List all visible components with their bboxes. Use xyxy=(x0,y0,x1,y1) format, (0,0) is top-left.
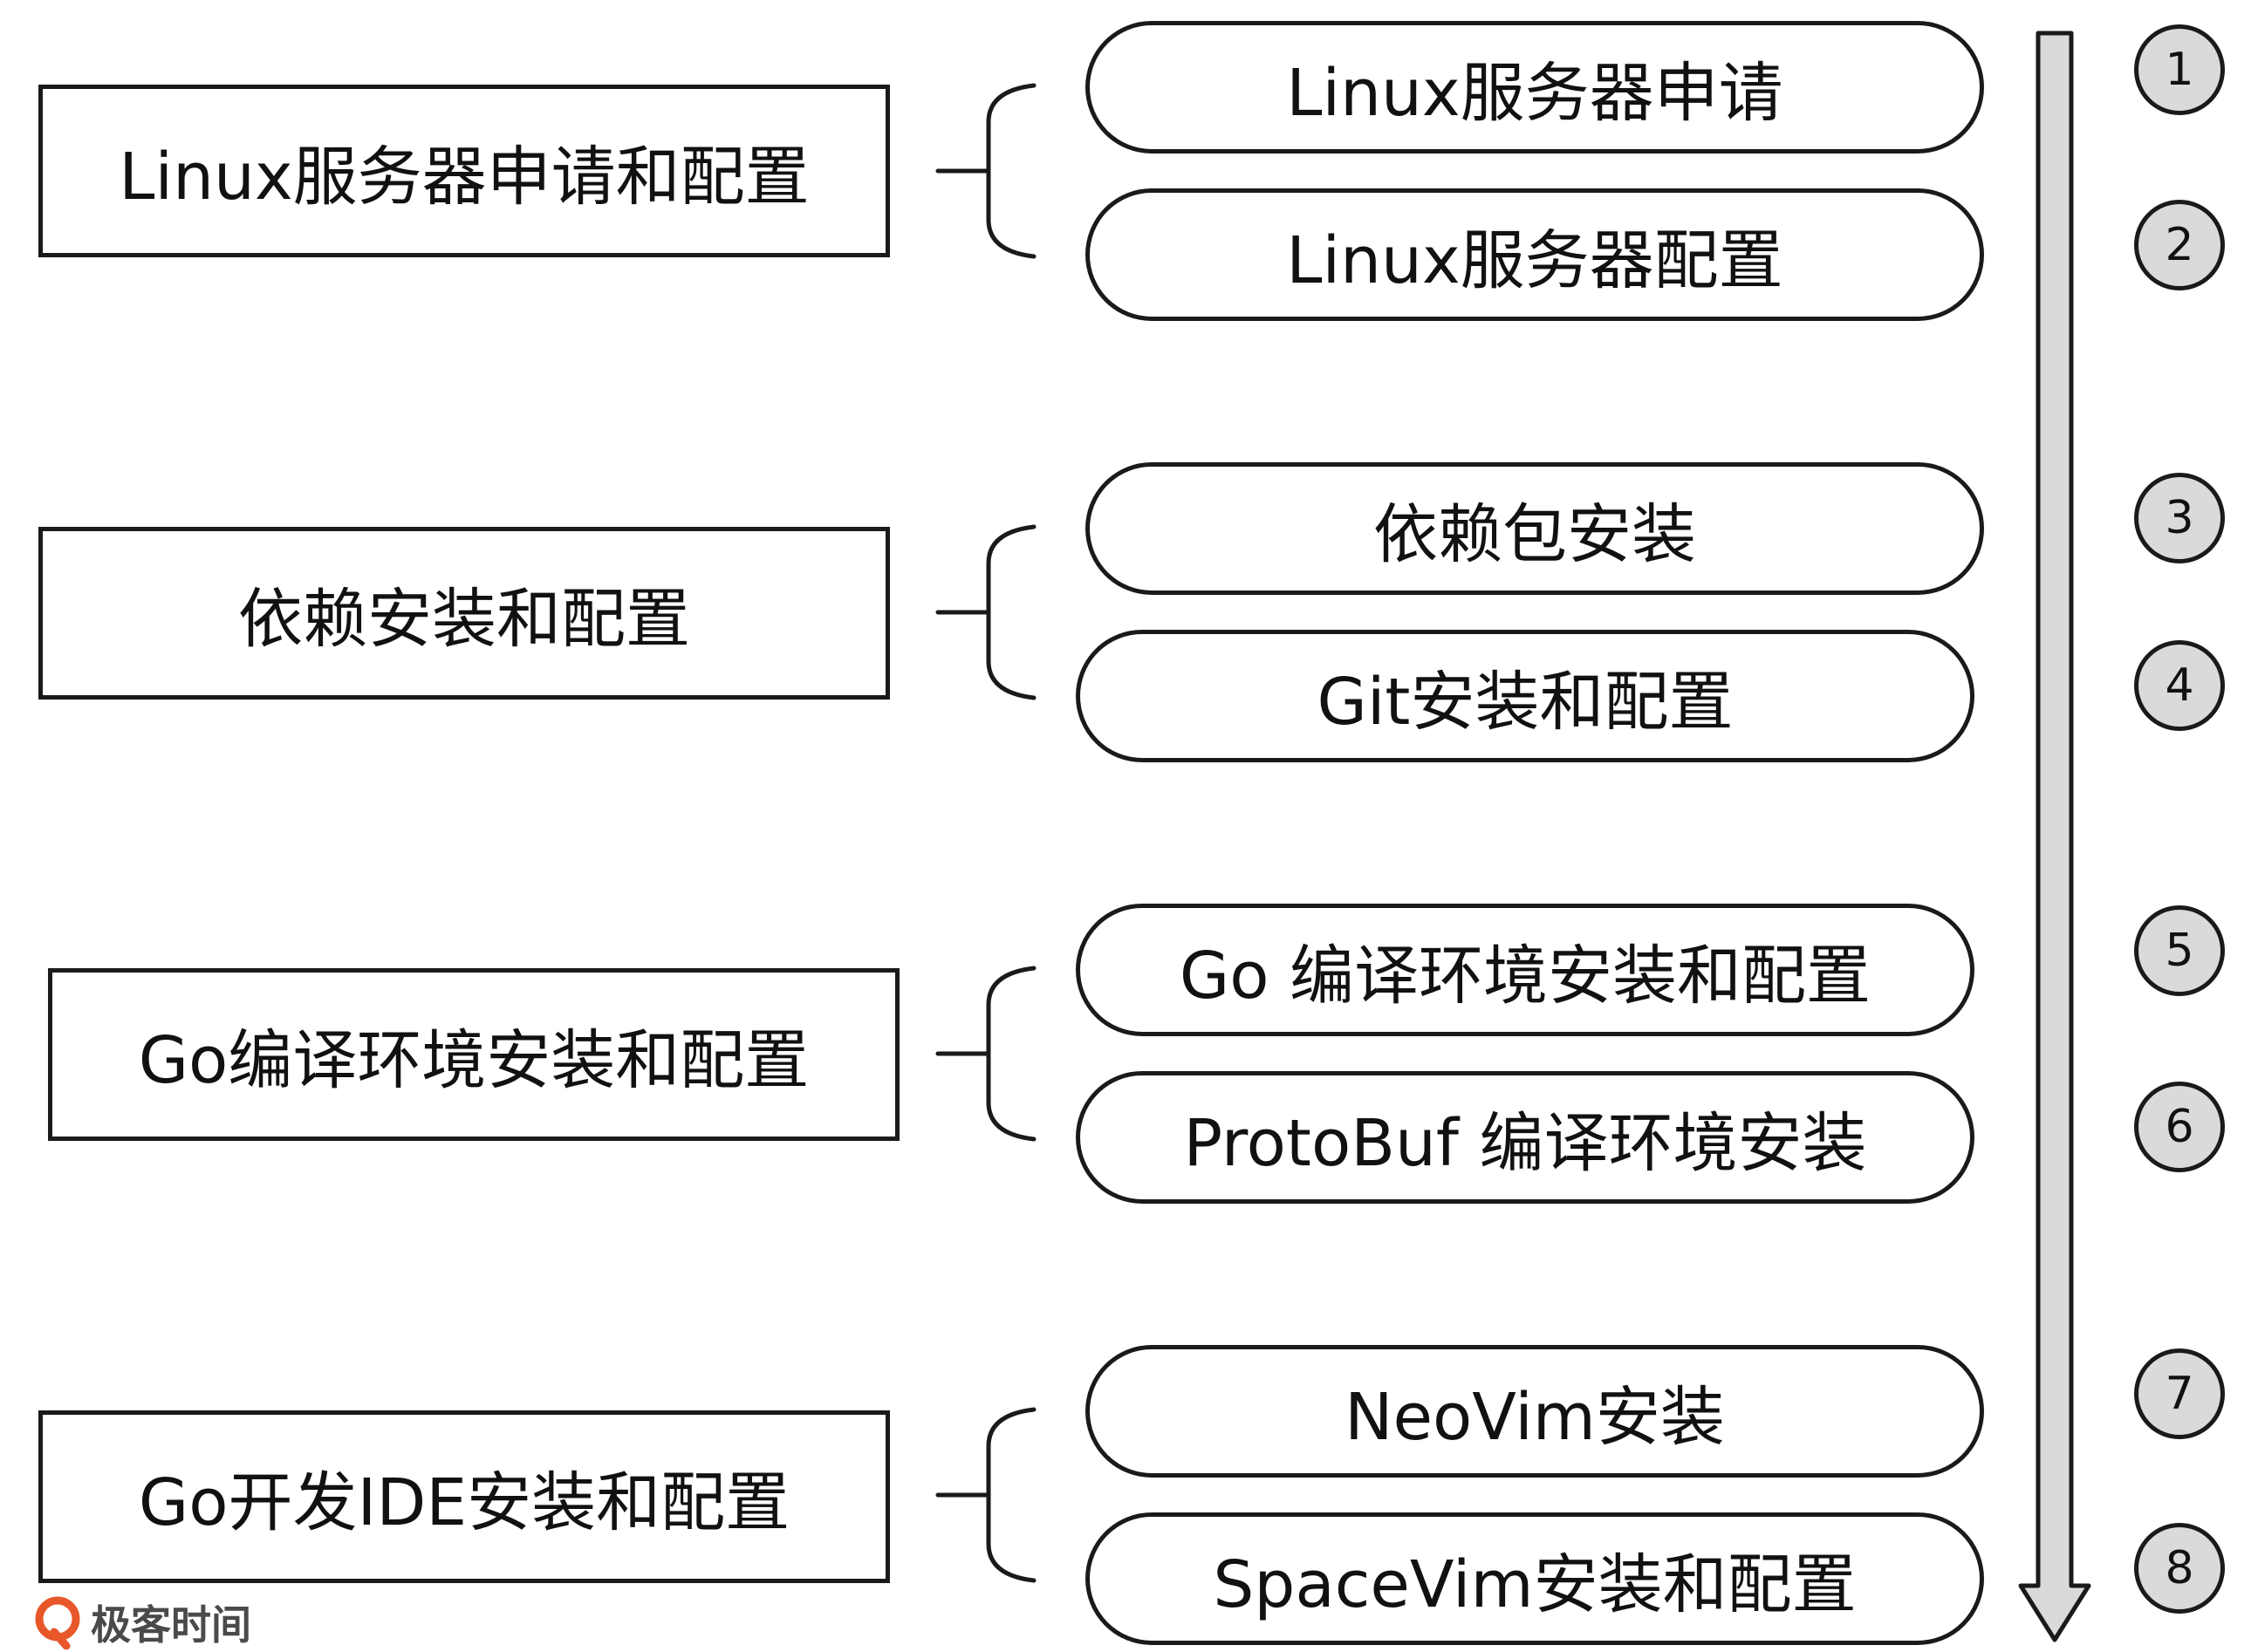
step-number-5: 5 xyxy=(2134,905,2225,996)
brace-connector-4 xyxy=(935,1407,1037,1583)
step-label: Linux服务器配置 xyxy=(1286,222,1783,298)
step-number-1: 1 xyxy=(2134,24,2225,115)
process-down-arrow xyxy=(2018,31,2091,1642)
category-box-dependencies: 依赖安装和配置 xyxy=(38,527,890,700)
step-label: Go 编译环境安装和配置 xyxy=(1179,938,1871,1014)
step-label: 依赖包安装 xyxy=(1373,496,1696,572)
step-number-8: 8 xyxy=(2134,1523,2225,1614)
step-pill-6: ProtoBuf 编译环境安装 xyxy=(1076,1071,1974,1204)
brand-name: 极客时间 xyxy=(91,1601,251,1649)
brace-connector-3 xyxy=(935,966,1037,1142)
step-number-3: 3 xyxy=(2134,473,2225,563)
step-pill-1: Linux服务器申请 xyxy=(1085,21,1984,154)
step-number-2: 2 xyxy=(2134,200,2225,290)
step-pill-8: SpaceVim安装和配置 xyxy=(1085,1512,1984,1645)
category-label: Go开发IDE安装和配置 xyxy=(138,1464,790,1540)
category-label: 依赖安装和配置 xyxy=(238,581,690,657)
category-label: Linux服务器申请和配置 xyxy=(119,139,810,215)
step-label: Linux服务器申请 xyxy=(1286,55,1783,131)
step-label: NeoVim安装 xyxy=(1345,1379,1725,1455)
brace-connector-1 xyxy=(935,83,1037,259)
step-pill-5: Go 编译环境安装和配置 xyxy=(1076,904,1974,1036)
step-pill-2: Linux服务器配置 xyxy=(1085,188,1984,321)
step-label: Git安装和配置 xyxy=(1317,664,1734,740)
category-box-linux: Linux服务器申请和配置 xyxy=(38,85,890,257)
step-label: ProtoBuf 编译环境安装 xyxy=(1183,1105,1867,1181)
brace-connector-2 xyxy=(935,524,1037,700)
step-label: SpaceVim安装和配置 xyxy=(1213,1546,1857,1622)
step-pill-7: NeoVim安装 xyxy=(1085,1345,1984,1478)
category-label: Go编译环境安装和配置 xyxy=(138,1022,810,1098)
step-pill-3: 依赖包安装 xyxy=(1085,462,1984,595)
brand-logo-icon xyxy=(35,1596,80,1649)
step-number-6: 6 xyxy=(2134,1082,2225,1172)
category-box-go-env: Go编译环境安装和配置 xyxy=(48,968,900,1141)
brand-logo: 极客时间 xyxy=(33,1594,251,1650)
step-number-7: 7 xyxy=(2134,1348,2225,1439)
category-box-go-ide: Go开发IDE安装和配置 xyxy=(38,1410,890,1583)
step-number-4: 4 xyxy=(2134,640,2225,731)
step-pill-4: Git安装和配置 xyxy=(1076,630,1974,762)
